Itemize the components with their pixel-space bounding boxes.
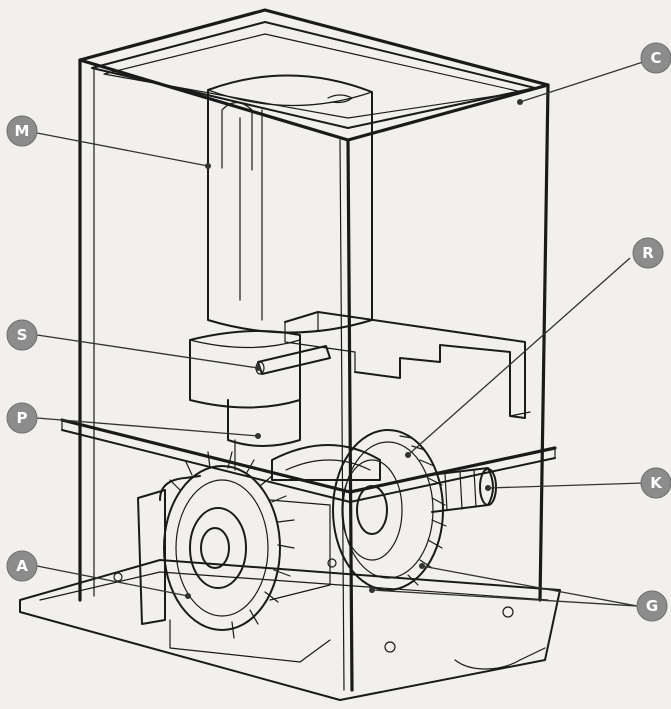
svg-text:R: R [642,244,654,262]
leader-c [519,61,644,103]
callout-c: C [640,42,671,74]
callout-s: S [6,319,38,351]
svg-text:C: C [650,49,661,67]
svg-text:M: M [15,122,30,140]
leader-k [487,482,644,489]
callout-m: M [6,115,38,147]
shaft-s [255,345,331,375]
leader-r [407,257,631,456]
leader-s [36,334,259,369]
svg-text:S: S [17,326,28,344]
svg-text:G: G [646,597,658,615]
svg-text:K: K [650,474,663,492]
base-plate [19,558,561,701]
callout-a: A [6,550,38,582]
cover-frame [60,8,557,692]
leader-g1 [421,565,638,607]
callout-g: G [636,590,668,622]
leader-m [36,132,209,167]
callout-k: K [640,467,671,499]
leader-g2 [371,589,638,607]
drive-gear [137,451,331,663]
leader-lines [36,61,644,607]
leader-a [36,565,189,597]
svg-text:A: A [16,557,28,575]
gearbox-housing [189,330,301,471]
svg-text:P: P [17,409,28,427]
clutch-housing [271,444,381,481]
callout-r: R [632,237,664,269]
callout-p: P [6,402,38,434]
bracket [284,311,531,419]
leader-p [36,417,259,437]
